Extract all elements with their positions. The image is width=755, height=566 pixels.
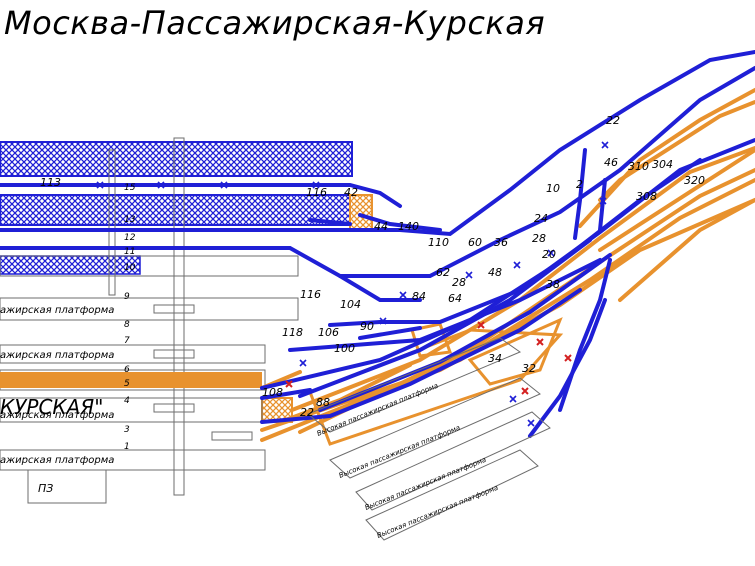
switch-number: 22 <box>606 114 620 127</box>
building-label: ПЗ <box>38 482 53 495</box>
switch-number: 20 <box>542 248 556 261</box>
switch-number: 304 <box>652 158 673 171</box>
orange-hatched-zone <box>349 194 373 232</box>
switch-number: 310 <box>628 160 649 173</box>
track-number: 6 <box>124 365 130 375</box>
switch-number: 32 <box>522 362 536 375</box>
switch-number: 28 <box>532 232 546 245</box>
platform-label-2: ажирская платформа <box>0 350 114 361</box>
track-number: 7 <box>124 336 130 346</box>
station-name-partial: КУРСКАЯ" <box>0 395 103 419</box>
track-number: 13 <box>124 215 136 225</box>
switch-number: 64 <box>448 292 462 305</box>
platform-label-3: ажирская платформа <box>0 410 114 421</box>
switch-number: 113 <box>40 176 61 189</box>
switch-number: 22 <box>300 406 314 419</box>
switch-number: 116 <box>306 186 327 199</box>
track-number: 4 <box>124 396 130 406</box>
switch-number: 320 <box>684 174 705 187</box>
switch-number: 88 <box>316 396 330 409</box>
track-number: 1 <box>124 442 130 452</box>
switch-number: 104 <box>340 298 361 311</box>
switch-number: 62 <box>436 266 450 279</box>
platform-label-4: ажирская платформа <box>0 455 114 466</box>
switch-number: 108 <box>262 386 283 399</box>
switch-number: 36 <box>494 236 508 249</box>
switch-number: 38 <box>546 278 560 291</box>
hatched-platform-1 <box>0 141 353 177</box>
track-number: 9 <box>124 292 130 302</box>
track-number: 8 <box>124 320 130 330</box>
switch-number: 106 <box>318 326 339 339</box>
switch-number: 140 <box>398 220 419 233</box>
switch-number: 118 <box>282 326 303 339</box>
track-number: 11 <box>124 247 135 257</box>
switch-number: 46 <box>604 156 618 169</box>
switch-number: 308 <box>636 190 657 203</box>
switch-number: 2 <box>576 178 583 191</box>
switch-number: 24 <box>534 212 548 225</box>
track-number: 5 <box>124 379 130 389</box>
switch-number: 90 <box>360 320 374 333</box>
switch-number: 10 <box>546 182 560 195</box>
switch-number: 48 <box>488 266 502 279</box>
track-number: 3 <box>124 425 130 435</box>
page-title: Москва-Пассажирская-Курская <box>4 4 546 42</box>
hatched-platform-2 <box>0 194 353 226</box>
switch-number: 60 <box>468 236 482 249</box>
switch-number: 116 <box>300 288 321 301</box>
switch-number: 34 <box>488 352 502 365</box>
switch-number: 110 <box>428 236 449 249</box>
switch-number: 28 <box>452 276 466 289</box>
platform-label-1: ажирская платформа <box>0 305 114 316</box>
switch-number: 42 <box>344 186 358 199</box>
track-number: 10 <box>124 263 136 273</box>
switch-number: 84 <box>412 290 426 303</box>
track-number: 12 <box>124 233 136 243</box>
track-number: 15 <box>124 183 136 193</box>
switch-number: 44 <box>374 220 388 233</box>
switch-number: 100 <box>334 342 355 355</box>
hatched-platform-3 <box>0 255 141 275</box>
